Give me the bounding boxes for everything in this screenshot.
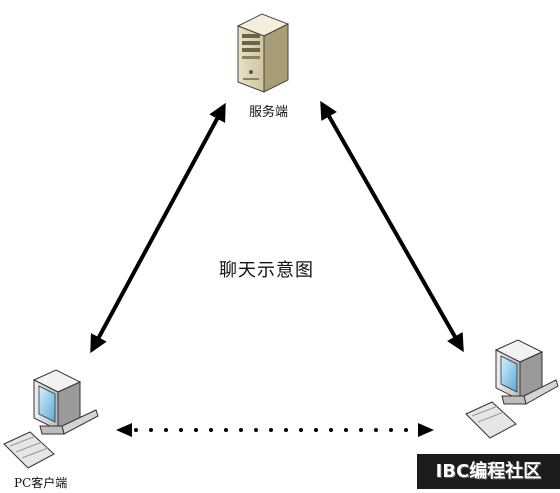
pc-client-label: PC客户端 — [14, 476, 68, 490]
client-to-client-dotted-arrow — [116, 423, 434, 437]
diagram-title: 聊天示意图 — [219, 260, 314, 281]
server-label: 服务端 — [249, 105, 289, 120]
watermark: IBC编程社区 — [417, 454, 560, 489]
pc-client-icon — [3, 369, 99, 469]
server-right-client-arrow — [320, 100, 464, 353]
server-left-client-arrow — [90, 102, 226, 354]
pc-client-icon-right — [465, 339, 559, 439]
server-icon — [236, 13, 290, 93]
